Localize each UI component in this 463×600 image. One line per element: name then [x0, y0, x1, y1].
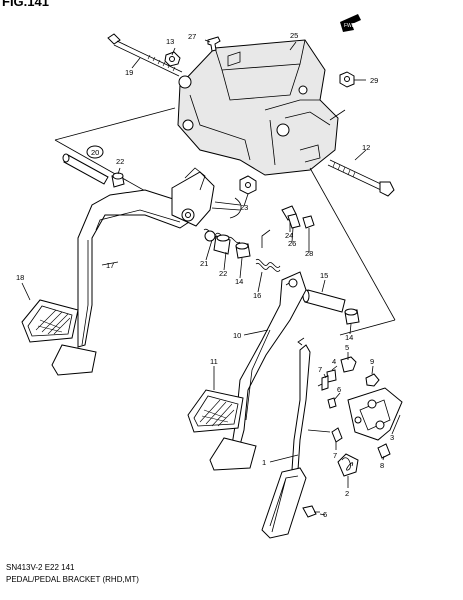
callout-22a: 22	[116, 157, 124, 166]
callout-25: 25	[290, 31, 298, 40]
figure-label: FIG.141	[2, 0, 49, 9]
clutch-pivot	[171, 167, 242, 227]
assembly-outline	[54, 107, 396, 336]
callout-8: 8	[380, 461, 384, 470]
bushing-22a	[111, 172, 125, 188]
bolt-9	[365, 373, 380, 387]
callout-29: 29	[370, 76, 378, 85]
nut-28	[302, 215, 315, 229]
pivot-shaft-15	[302, 289, 346, 313]
callout-4: 4	[332, 357, 336, 366]
callout-11: 11	[210, 357, 218, 366]
forward-arrow-icon: FWD	[340, 14, 361, 32]
bushing-14b	[344, 308, 360, 325]
clutch-pad-18	[21, 299, 79, 343]
callout-6b: 6	[323, 510, 327, 519]
callout-12: 12	[362, 143, 370, 152]
accelerator-arm	[291, 337, 311, 471]
callout-16: 16	[253, 291, 261, 300]
callout-26: 26	[288, 239, 296, 248]
clip-8	[377, 443, 391, 459]
clip-7a	[317, 375, 329, 391]
bolt-6a	[327, 397, 337, 409]
accelerator-bracket	[347, 387, 403, 441]
callout-1: 1	[262, 458, 266, 467]
brake-pedal-foot	[209, 437, 257, 471]
forward-label: FWD	[344, 23, 356, 29]
callout-5: 5	[345, 343, 349, 352]
clutch-pedal-foot	[51, 344, 97, 376]
spring-2	[337, 453, 359, 477]
pedal-bracket	[177, 39, 339, 176]
callout-13: 13	[166, 37, 174, 46]
ring-20	[86, 145, 104, 159]
nut-23	[239, 175, 257, 195]
clip-7b	[331, 427, 343, 443]
diagram-title: PEDAL/PEDAL BRACKET (RHD,MT)	[6, 575, 139, 584]
bolt-19	[107, 33, 183, 77]
callout-15: 15	[320, 271, 328, 280]
callout-24: 24	[285, 231, 293, 240]
bolt-6b	[302, 505, 320, 518]
diagram-code: SN413V-2 E22 141	[6, 563, 75, 572]
callout-7b: 7	[333, 451, 337, 460]
nut-29	[339, 71, 355, 88]
brake-pad-11	[187, 389, 244, 433]
callout-9: 9	[370, 357, 374, 366]
bushing-14a	[235, 242, 251, 259]
brake-pedal-arm	[231, 271, 307, 446]
callout-7a: 7	[318, 365, 322, 374]
callout-19: 19	[125, 68, 133, 77]
callout-20: 20	[91, 148, 99, 157]
callout-2: 2	[345, 489, 349, 498]
spring-16	[255, 229, 281, 272]
callout-17: 17	[106, 261, 114, 270]
bushing-22b	[213, 234, 231, 255]
bolt-26	[287, 213, 301, 229]
callout-10: 10	[233, 331, 241, 340]
callout-23: 23	[240, 203, 248, 212]
callout-22b: 22	[219, 269, 227, 278]
callout-6a: 6	[337, 385, 341, 394]
clip-27	[207, 36, 221, 52]
callout-28: 28	[305, 249, 313, 258]
accelerator-pad	[261, 467, 307, 539]
callout-27: 27	[188, 32, 196, 41]
callout-21: 21	[200, 259, 208, 268]
callout-18: 18	[16, 273, 24, 282]
leader-lines	[21, 39, 401, 516]
shaft	[62, 153, 109, 185]
bolt-12	[327, 159, 395, 197]
callout-14b: 14	[345, 333, 353, 342]
callout-14a: 14	[235, 277, 243, 286]
callout-3: 3	[390, 433, 394, 442]
nut-13	[164, 51, 181, 67]
nut-5	[340, 356, 357, 373]
